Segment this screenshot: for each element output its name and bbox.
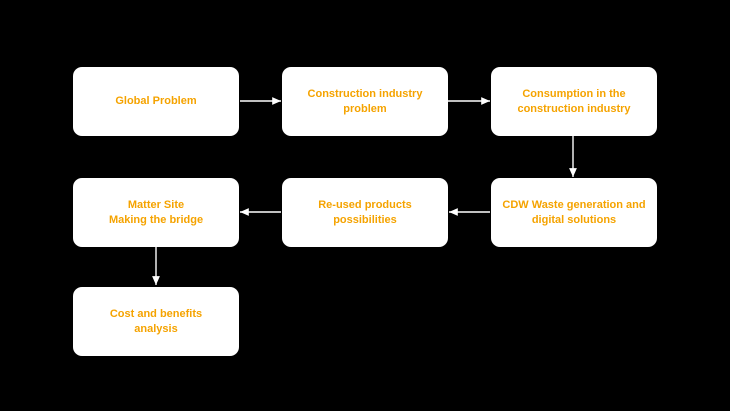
node-label: Matter Site Making the bridge: [108, 198, 204, 226]
node-cost-benefits: Cost and benefits analysis: [73, 287, 239, 356]
node-construction-industry-problem: Construction industry problem: [282, 67, 448, 136]
node-label: Cost and benefits analysis: [109, 307, 203, 335]
node-reused-products: Re-used products possibilities: [282, 178, 448, 247]
node-label: Consumption in the construction industry: [517, 87, 631, 115]
node-cdw-waste: CDW Waste generation and digital solutio…: [491, 178, 657, 247]
node-label: Re-used products possibilities: [318, 198, 412, 226]
node-consumption-construction: Consumption in the construction industry: [491, 67, 657, 136]
node-label: CDW Waste generation and digital solutio…: [502, 198, 646, 226]
node-label: Global Problem: [115, 95, 197, 107]
node-global-problem: Global Problem: [73, 67, 239, 136]
node-matter-site: Matter Site Making the bridge: [73, 178, 239, 247]
node-label: Construction industry problem: [307, 87, 423, 115]
